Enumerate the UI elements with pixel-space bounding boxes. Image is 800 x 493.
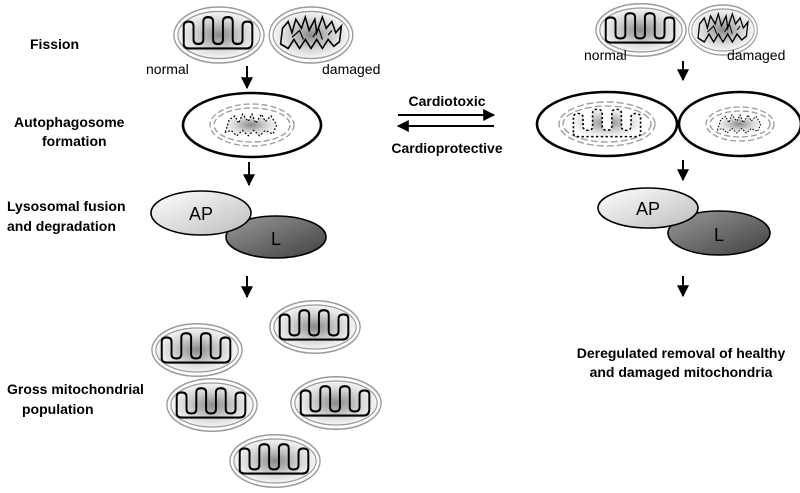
lysosome-vesicle: [667, 210, 771, 256]
step-gross-label-line1: Gross mitochondrial: [7, 381, 144, 397]
right-lysosomal-fusion: AP L: [597, 187, 771, 256]
left-top-mitochondria: [172, 5, 354, 65]
cardiotoxic-label: Cardiotoxic: [408, 93, 485, 109]
step-gross-label-line2: population: [22, 401, 94, 417]
step-lysosomal-label-line1: Lysosomal fusion: [7, 198, 126, 214]
left-gross-population: [150, 299, 383, 489]
l-vesicle-label: L: [271, 229, 281, 249]
autophagosome-vesicle: [597, 187, 699, 229]
step-fission-label: Fission: [30, 36, 79, 52]
ap-vesicle-label: AP: [636, 199, 660, 219]
step-lysosomal-label-line2: and degradation: [7, 218, 116, 234]
lysosome-vesicle: [225, 215, 327, 259]
population-mitochondrion-icon: [289, 375, 383, 431]
right-damaged-label: damaged: [727, 47, 785, 63]
right-autophagosome-damaged: [677, 90, 800, 158]
right-autophagosome-healthy: [535, 90, 679, 158]
population-mitochondrion-icon: [165, 377, 259, 433]
normal-mitochondrion-icon: [172, 5, 266, 65]
left-autophagosome: [181, 91, 323, 159]
left-normal-label: normal: [146, 61, 189, 77]
cardioprotective-label: Cardioprotective: [391, 140, 502, 156]
population-mitochondrion-icon: [268, 299, 362, 355]
population-mitochondrion-icon: [150, 322, 244, 378]
ap-vesicle-label: AP: [189, 204, 213, 224]
step-autophagosome-label-line1: Autophagosome: [14, 114, 125, 130]
right-normal-label: normal: [584, 47, 627, 63]
step-autophagosome-label-line2: formation: [42, 133, 107, 149]
population-mitochondrion-icon: [228, 433, 322, 489]
damaged-mitochondrion-icon: [268, 6, 354, 64]
left-lysosomal-fusion: AP L: [150, 190, 327, 259]
left-damaged-label: damaged: [322, 61, 380, 77]
right-result-label-line1: Deregulated removal of healthy: [577, 345, 786, 361]
l-vesicle-label: L: [714, 225, 724, 245]
right-result-label-line2: and damaged mitochondria: [590, 364, 773, 380]
autophagosome-vesicle: [150, 190, 252, 236]
